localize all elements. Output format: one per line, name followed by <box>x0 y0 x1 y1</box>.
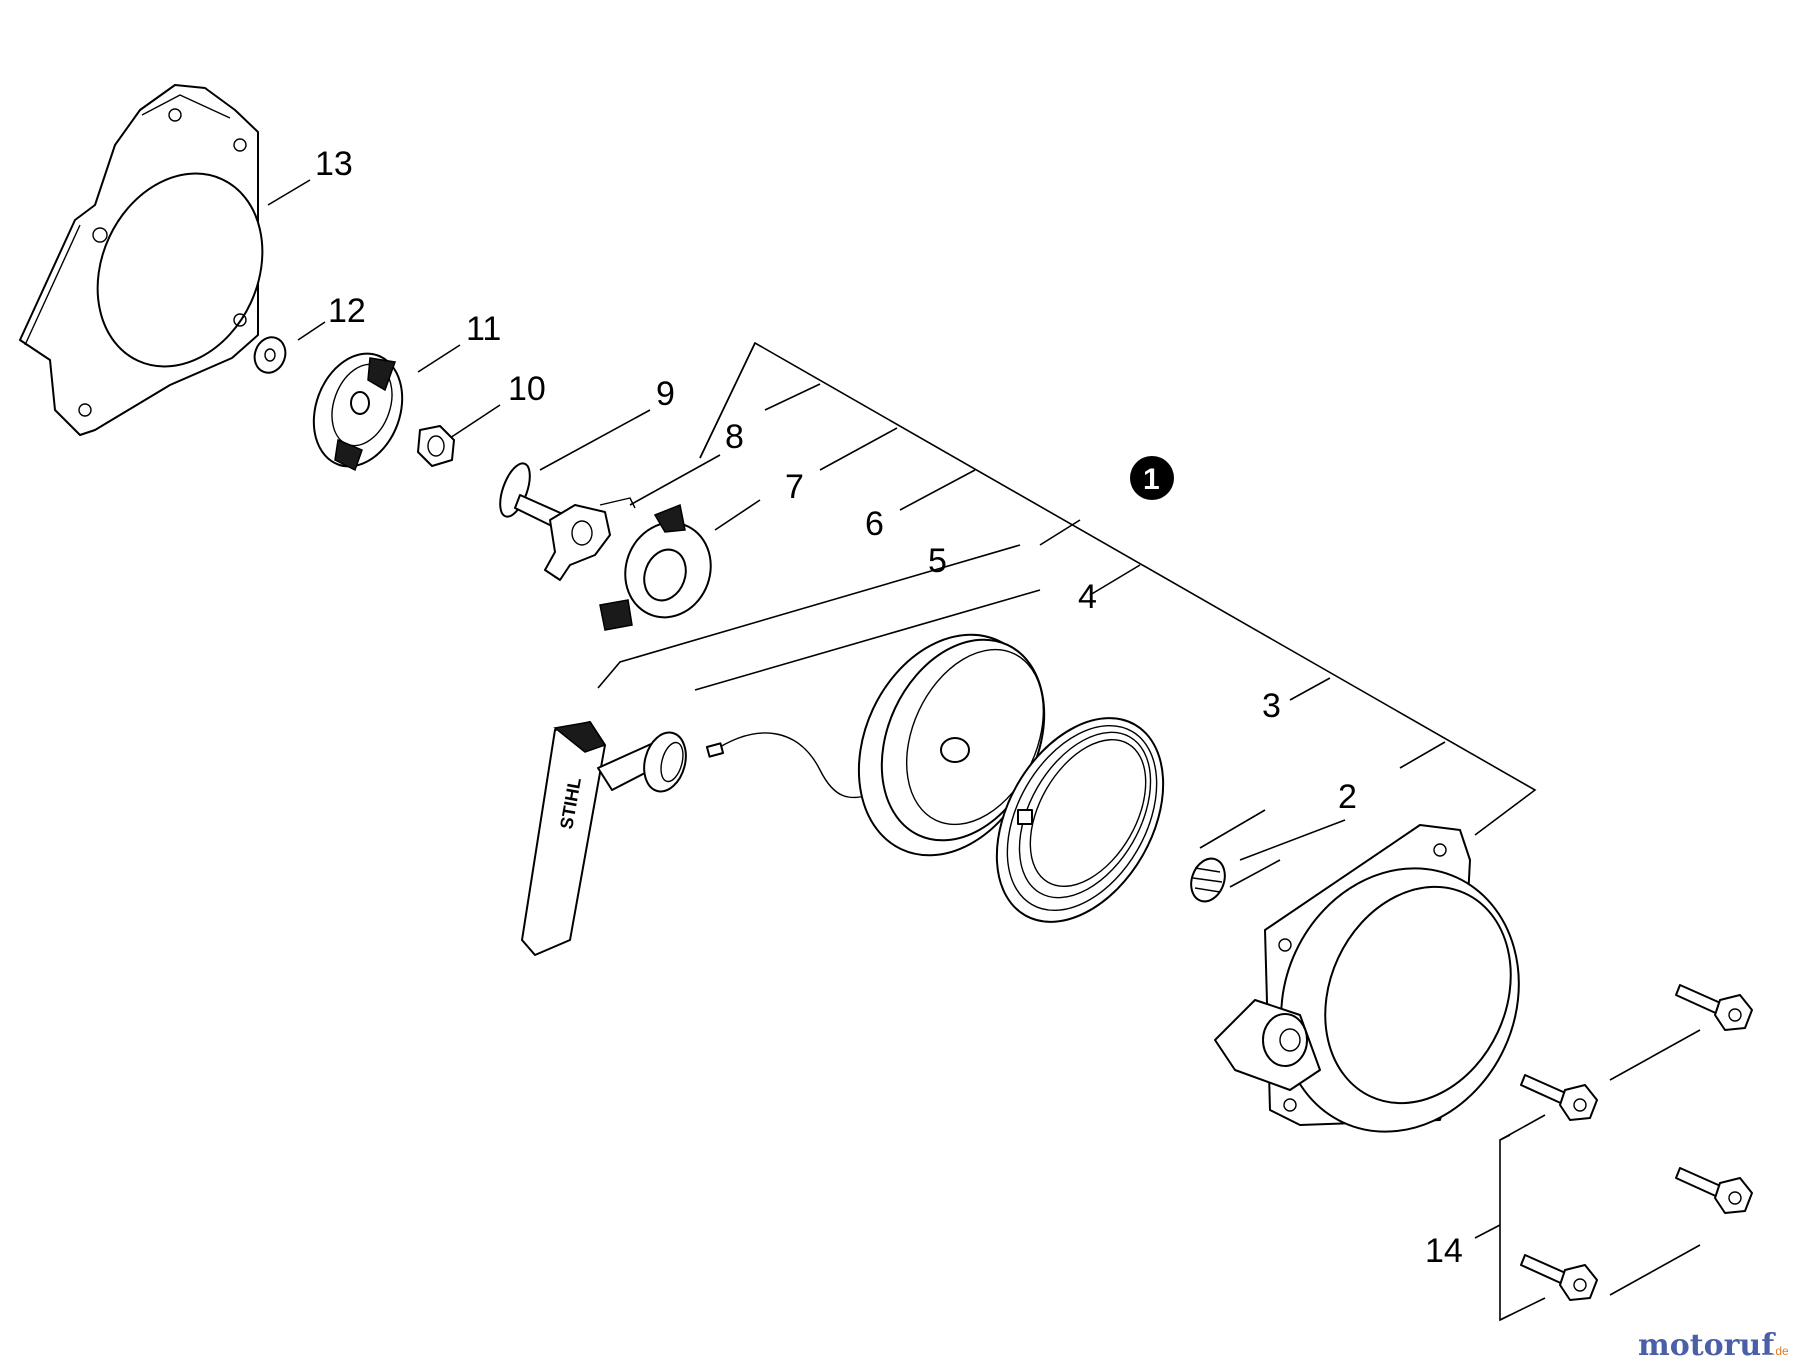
rotor-hub <box>312 352 404 472</box>
screw-1 <box>1675 984 1753 1031</box>
label-2: 2 <box>1338 778 1357 816</box>
label-13: 13 <box>315 145 353 183</box>
label-5: 5 <box>928 542 947 580</box>
label-10: 10 <box>508 370 546 408</box>
small-spring <box>1190 857 1226 903</box>
label-8: 8 <box>725 418 744 456</box>
starter-rope <box>705 732 871 799</box>
washer <box>253 336 287 374</box>
label-9: 9 <box>656 375 675 413</box>
label-11: 11 <box>466 310 501 348</box>
leader-lines <box>267 179 1701 1322</box>
label-14: 14 <box>1425 1232 1463 1270</box>
rope-pulley <box>857 633 1046 857</box>
pawl-driver <box>599 503 712 631</box>
screw-4 <box>1520 1254 1598 1301</box>
screw-2 <box>1520 1074 1598 1121</box>
assembly-bracket <box>597 341 1537 836</box>
recoil-spring <box>995 717 1165 923</box>
label-6: 6 <box>865 505 884 543</box>
hex-nut <box>417 425 455 467</box>
label-1: 1 <box>1143 463 1160 496</box>
spring-clip <box>544 497 636 581</box>
watermark-name: motoruf <box>1638 1328 1776 1363</box>
label-7: 7 <box>785 468 804 506</box>
starter-grip: STIHL <box>521 721 687 956</box>
label-3: 3 <box>1262 687 1281 725</box>
starter-housing <box>1214 824 1520 1133</box>
screw-3 <box>1675 1167 1753 1214</box>
label-1-badge: 1 <box>1130 456 1174 500</box>
watermark-suffix: .de <box>1772 1344 1789 1358</box>
label-12: 12 <box>328 292 366 330</box>
watermark: motoruf .de <box>1638 1328 1789 1363</box>
gasket-plate <box>19 84 264 436</box>
label-4: 4 <box>1078 578 1097 616</box>
